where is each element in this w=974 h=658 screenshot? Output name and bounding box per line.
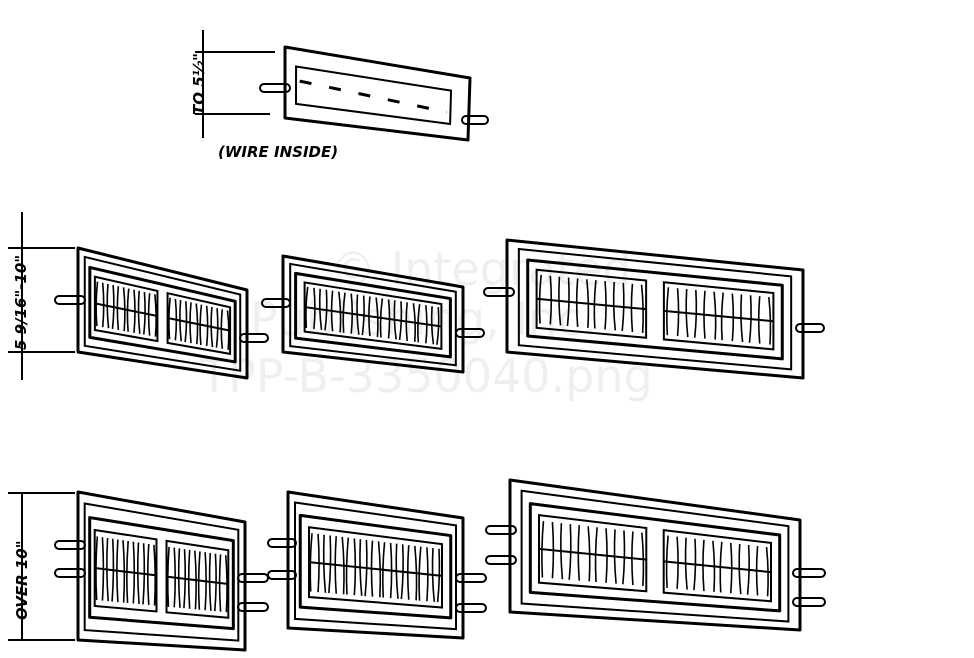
section-divider bbox=[166, 575, 229, 585]
watermark: © Integrated Publishing, Inc. TPP-B-3350… bbox=[199, 242, 653, 403]
panel-inner-edge bbox=[83, 255, 242, 372]
bottom-dimension-label: OVER 10" bbox=[13, 540, 31, 620]
filter-section bbox=[165, 539, 230, 619]
panel-opening bbox=[294, 271, 452, 359]
wire-pin bbox=[54, 568, 86, 578]
watermark-line-2: Publishing, Inc. bbox=[250, 292, 597, 346]
watermark-line-3: TPP-B-3350040.png bbox=[199, 349, 653, 403]
bottom-dimension: OVER 10" bbox=[8, 492, 75, 641]
wire-pin bbox=[792, 568, 826, 578]
panel-opening bbox=[298, 513, 453, 620]
panel-inner-edge bbox=[520, 489, 790, 623]
section-divider bbox=[536, 297, 647, 311]
filter-section bbox=[93, 528, 158, 613]
section-divider bbox=[94, 567, 157, 577]
section-divider bbox=[308, 561, 443, 577]
panel-inner-edge bbox=[83, 502, 240, 642]
section-divider bbox=[663, 560, 772, 574]
panel-frame bbox=[286, 490, 465, 640]
panel-opening bbox=[528, 502, 782, 613]
wire-pin bbox=[455, 603, 487, 613]
panel-opening bbox=[88, 516, 235, 631]
wire-pin bbox=[792, 597, 826, 607]
wire-pin bbox=[455, 573, 487, 583]
wire-dashed-line bbox=[299, 79, 448, 114]
wire-inside-caption: (WIRE INSIDE) bbox=[218, 143, 338, 161]
middle-dimension: 5 9/16"-10" bbox=[8, 212, 75, 380]
panel-opening bbox=[88, 265, 237, 364]
panel-inner-edge bbox=[289, 262, 457, 367]
wire-pin bbox=[267, 570, 297, 580]
panel-inner-edge bbox=[294, 501, 457, 631]
wire-pin bbox=[237, 573, 269, 583]
panel-frame bbox=[505, 238, 805, 380]
section-divider bbox=[304, 306, 442, 328]
wire-pin bbox=[485, 525, 517, 535]
panel-opening bbox=[526, 258, 784, 361]
panel-frame bbox=[76, 490, 247, 652]
filter-section bbox=[308, 526, 443, 609]
wire-pin bbox=[461, 115, 489, 125]
panels-group bbox=[54, 45, 826, 652]
panel-frame bbox=[281, 254, 465, 374]
wire-pin bbox=[237, 602, 269, 612]
filter-section bbox=[662, 281, 775, 351]
wire-pin bbox=[54, 295, 86, 305]
panel-opening bbox=[295, 65, 453, 126]
top-dimension-label: TO 5½" bbox=[190, 53, 208, 115]
section-divider bbox=[663, 309, 774, 323]
filter-section bbox=[538, 514, 648, 593]
section-divider bbox=[94, 302, 158, 317]
wire-pin bbox=[483, 287, 515, 297]
middle-dimension-label: 5 9/16"-10" bbox=[12, 255, 30, 350]
filter-section bbox=[303, 281, 443, 351]
section-divider bbox=[167, 317, 231, 332]
wire-pin bbox=[259, 83, 291, 93]
panel-frame bbox=[508, 478, 802, 632]
filter-section bbox=[166, 291, 232, 356]
filter-section bbox=[662, 528, 772, 603]
wire-pin bbox=[267, 538, 297, 548]
panel-frame bbox=[76, 246, 249, 380]
wire-pin bbox=[485, 555, 517, 565]
panel-frame bbox=[283, 45, 472, 142]
top-dimension: TO 5½" (WIRE INSIDE) bbox=[190, 30, 338, 161]
panel-inner-edge bbox=[517, 247, 793, 371]
filter-section bbox=[93, 275, 159, 343]
filter-section bbox=[535, 268, 648, 339]
watermark-line-1: © Integrated bbox=[330, 242, 632, 296]
wire-pin bbox=[54, 540, 86, 550]
wire-pin bbox=[795, 323, 825, 333]
section-divider bbox=[538, 547, 647, 561]
